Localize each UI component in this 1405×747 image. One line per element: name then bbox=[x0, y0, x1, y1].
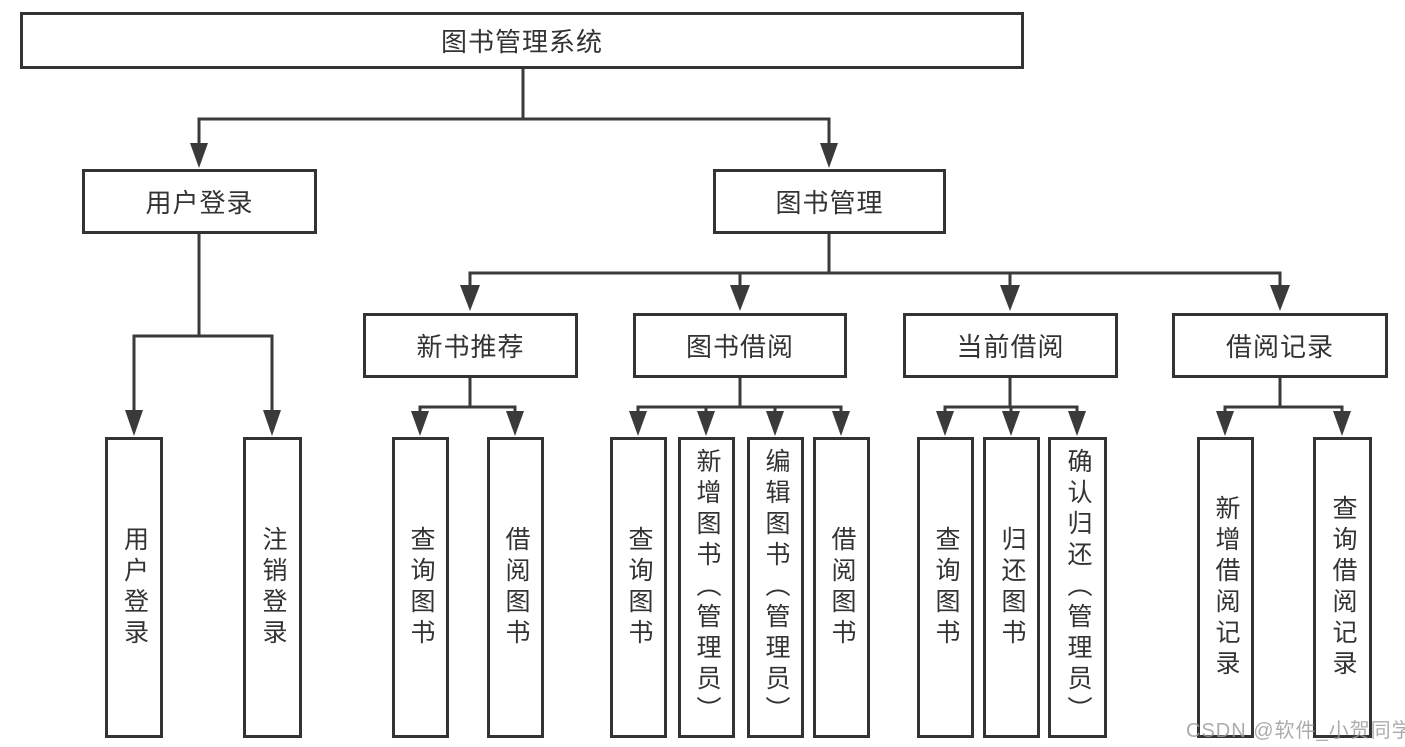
node-book-borrow: 图书借阅 bbox=[633, 313, 847, 378]
node-borrow-records-label: 借阅记录 bbox=[1225, 332, 1334, 362]
leaf-query-books-recommend-label: 查询图书 bbox=[407, 525, 435, 650]
leaf-query-books-borrow: 查询图书 bbox=[610, 437, 667, 738]
leaf-query-borrow-record-label: 查询借阅记录 bbox=[1329, 494, 1357, 681]
connector-book-mgmt-to-level3 bbox=[460, 233, 1290, 311]
connector-book-borrow-to-leaves bbox=[629, 377, 850, 436]
node-current-borrow: 当前借阅 bbox=[903, 313, 1118, 378]
leaf-confirm-return-admin: 确认归还（管理员） bbox=[1048, 437, 1107, 738]
leaf-query-books-recommend: 查询图书 bbox=[392, 437, 449, 738]
leaf-logout: 注销登录 bbox=[243, 437, 302, 738]
leaf-query-books-current: 查询图书 bbox=[917, 437, 974, 738]
node-book-management-label: 图书管理 bbox=[775, 188, 884, 218]
leaf-borrow-books-label: 借阅图书 bbox=[828, 525, 856, 650]
leaf-borrow-books: 借阅图书 bbox=[813, 437, 870, 738]
node-new-book-recommend: 新书推荐 bbox=[363, 313, 578, 378]
connector-current-borrow-to-leaves bbox=[936, 377, 1086, 436]
leaf-query-books-borrow-label: 查询图书 bbox=[625, 525, 653, 650]
node-user-login-label: 用户登录 bbox=[145, 188, 254, 218]
connector-borrow-records-to-leaves bbox=[1216, 377, 1351, 436]
node-current-borrow-label: 当前借阅 bbox=[956, 332, 1065, 362]
leaf-edit-book-admin-label: 编辑图书（管理员） bbox=[762, 448, 790, 727]
leaf-add-borrow-record-label: 新增借阅记录 bbox=[1212, 494, 1240, 681]
leaf-add-book-admin: 新增图书（管理员） bbox=[678, 437, 735, 738]
leaf-borrow-books-recommend-label: 借阅图书 bbox=[502, 525, 530, 650]
connector-new-book-to-leaves bbox=[411, 377, 524, 436]
leaf-query-books-current-label: 查询图书 bbox=[932, 525, 960, 650]
node-borrow-records: 借阅记录 bbox=[1172, 313, 1388, 378]
node-root: 图书管理系统 bbox=[20, 12, 1024, 69]
leaf-borrow-books-recommend: 借阅图书 bbox=[487, 437, 544, 738]
connector-root-to-level2 bbox=[190, 68, 838, 168]
leaf-add-borrow-record: 新增借阅记录 bbox=[1197, 437, 1254, 738]
leaf-confirm-return-admin-label: 确认归还（管理员） bbox=[1064, 448, 1092, 727]
leaf-logout-label: 注销登录 bbox=[259, 525, 287, 650]
leaf-query-borrow-record: 查询借阅记录 bbox=[1313, 437, 1372, 738]
node-new-book-recommend-label: 新书推荐 bbox=[416, 332, 525, 362]
node-book-borrow-label: 图书借阅 bbox=[685, 332, 794, 362]
leaf-edit-book-admin: 编辑图书（管理员） bbox=[747, 437, 804, 738]
leaf-add-book-admin-label: 新增图书（管理员） bbox=[693, 448, 721, 727]
leaf-user-login-label: 用户登录 bbox=[120, 525, 149, 650]
node-user-login: 用户登录 bbox=[82, 169, 317, 234]
connector-user-login-to-leaves bbox=[125, 233, 281, 436]
watermark: CSDN @软件_小贺同学 bbox=[1186, 720, 1405, 742]
leaf-return-book: 归还图书 bbox=[983, 437, 1040, 738]
node-root-label: 图书管理系统 bbox=[440, 27, 603, 57]
node-book-management: 图书管理 bbox=[713, 169, 946, 234]
leaf-return-book-label: 归还图书 bbox=[998, 525, 1026, 650]
leaf-user-login: 用户登录 bbox=[105, 437, 163, 738]
